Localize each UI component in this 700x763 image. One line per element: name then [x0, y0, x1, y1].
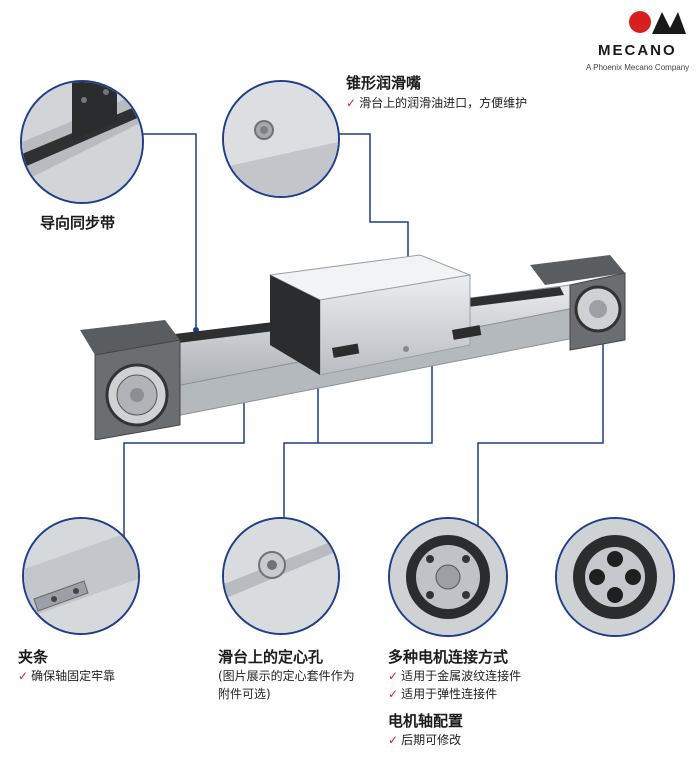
belt-title: 导向同步带 — [40, 214, 116, 232]
check-icon: ✓ — [346, 96, 357, 110]
line-belt — [140, 133, 197, 330]
detail-circle-lube — [222, 80, 340, 198]
shaft-title: 电机轴配置 — [388, 712, 464, 730]
center-hole-note: (图片展示的定心套件作为附件可选) — [218, 669, 355, 701]
linear-actuator-illustration — [80, 254, 626, 440]
lube-bullet: ✓滑台上的润滑油进口，方便维护 — [346, 96, 528, 110]
clamp-bullet: ✓确保轴固定牢靠 — [18, 669, 116, 683]
check-icon: ✓ — [388, 687, 399, 701]
detail-circle-belt — [20, 80, 144, 204]
check-icon: ✓ — [388, 669, 399, 683]
motor-bullet-1: ✓适用于金属波纹连接件 — [388, 669, 522, 683]
detail-circle-clamp — [22, 517, 140, 635]
lube-title: 锥形润滑嘴 — [346, 74, 422, 92]
motor-bullet-2: ✓适用于弹性连接件 — [388, 687, 498, 701]
detail-circle-motor-a — [388, 517, 508, 637]
brand-logo: MECANO A Phoenix Mecano Company — [586, 8, 693, 78]
detail-circle-motor-b — [555, 517, 675, 637]
brand-tagline: A Phoenix Mecano Company — [586, 63, 690, 72]
shaft-bullet: ✓后期可修改 — [388, 733, 462, 747]
line-clamp — [123, 400, 245, 545]
check-icon: ✓ — [18, 669, 29, 683]
clamp-title: 夹条 — [18, 648, 49, 666]
brand-name: MECANO — [598, 42, 677, 59]
center-hole-title: 滑台上的定心孔 — [218, 648, 324, 666]
mecano-logo-icon — [629, 11, 686, 34]
motor-title: 多种电机连接方式 — [388, 648, 509, 666]
check-icon: ✓ — [388, 733, 399, 747]
detail-circle-center-hole — [222, 517, 340, 635]
line-motor — [477, 305, 604, 545]
